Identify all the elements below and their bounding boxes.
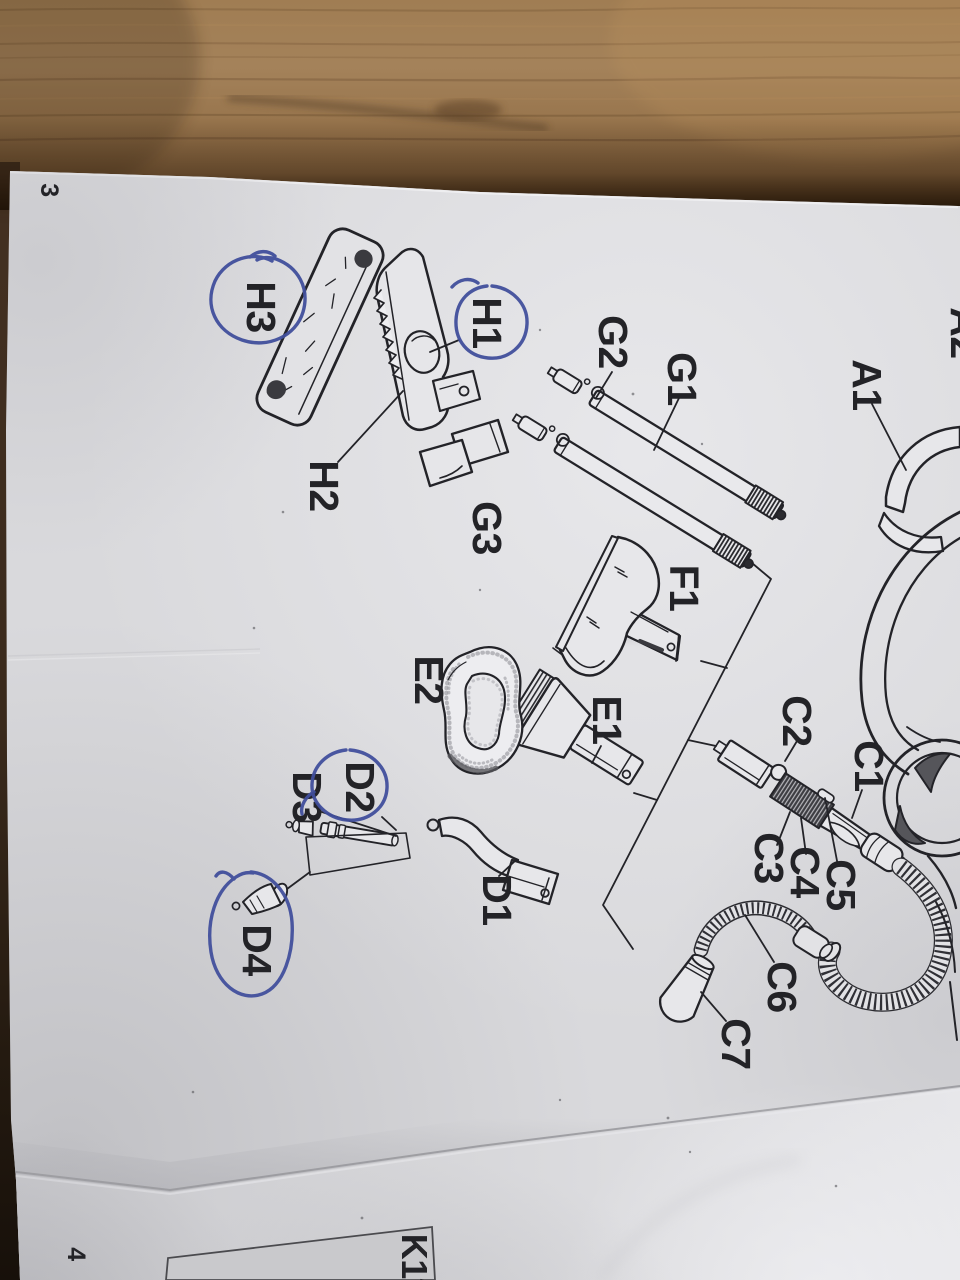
svg-text:K1*: K1*	[394, 1234, 435, 1280]
svg-text:H2: H2	[301, 460, 347, 511]
svg-text:G3: G3	[464, 501, 510, 555]
svg-text:C3: C3	[746, 832, 792, 883]
svg-text:4: 4	[62, 1247, 90, 1261]
svg-text:C4: C4	[782, 846, 828, 898]
svg-text:A2: A2	[942, 307, 960, 358]
svg-text:H3: H3	[238, 281, 284, 332]
svg-text:F1: F1	[661, 565, 707, 612]
svg-text:E2: E2	[406, 655, 452, 704]
svg-text:C5: C5	[818, 859, 864, 910]
svg-text:G2: G2	[590, 315, 636, 369]
svg-text:E1: E1	[584, 695, 630, 744]
svg-text:3: 3	[35, 183, 63, 196]
svg-text:H1: H1	[464, 297, 510, 348]
svg-text:C6: C6	[759, 961, 805, 1012]
svg-text:C7: C7	[713, 1018, 759, 1069]
svg-text:C1: C1	[846, 740, 892, 791]
svg-text:D4: D4	[234, 924, 280, 976]
svg-text:G1: G1	[659, 352, 705, 406]
svg-text:D1: D1	[474, 874, 520, 925]
svg-text:A1: A1	[844, 359, 890, 410]
svg-text:C2: C2	[774, 695, 820, 746]
svg-text:D2: D2	[337, 761, 383, 812]
